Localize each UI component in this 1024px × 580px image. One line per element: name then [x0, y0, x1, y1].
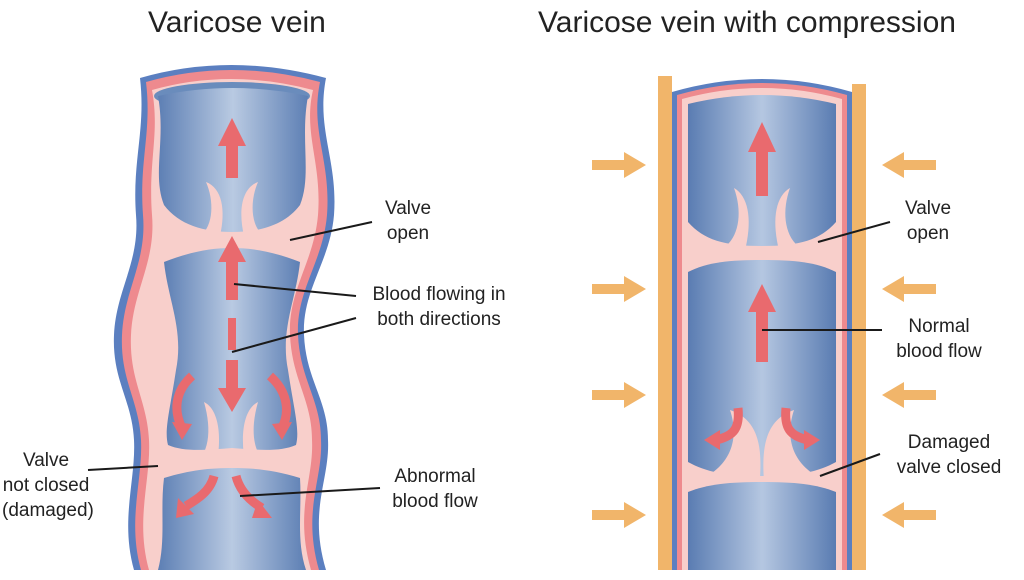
- arrow-up: [218, 118, 246, 178]
- arrow-curve: [781, 407, 810, 445]
- arrow-head: [272, 422, 292, 440]
- compression-arrow-icon: [592, 152, 646, 178]
- compression-arrow-icon: [592, 382, 646, 408]
- arrow-up: [218, 236, 246, 300]
- compression-arrow-icon: [882, 382, 936, 408]
- leader-line: [239, 487, 381, 497]
- label-valve-not-closed: Valve not closed (damaged): [2, 450, 94, 521]
- valve-leaflet: [242, 402, 272, 468]
- label-valve-open-right: Valve open: [904, 198, 952, 244]
- compression-arrow-icon: [882, 502, 936, 528]
- arrow-curve: [183, 474, 219, 510]
- compression-stocking-right: [852, 84, 866, 570]
- vein-lumen-lower: [688, 482, 836, 570]
- varicose-vein-left: [87, 65, 381, 570]
- leader-line: [817, 221, 891, 243]
- valve-leaflet: [241, 182, 264, 236]
- compression-arrow-icon: [592, 276, 646, 302]
- arrow-head: [804, 430, 820, 450]
- vein-lumen-middle: [688, 260, 836, 476]
- arrow-curve: [714, 407, 743, 445]
- label-normal-blood-flow: Normal blood flow: [896, 316, 982, 362]
- valve-leaflet: [775, 188, 798, 246]
- leader-lines: [762, 221, 891, 477]
- leader-lines: [87, 221, 381, 497]
- flow-arrows: [704, 122, 820, 450]
- vein-lumen-lower: [158, 468, 306, 570]
- arrow-up: [748, 122, 776, 196]
- leader-line: [233, 283, 357, 297]
- leader-line: [87, 465, 159, 471]
- arrow-head: [172, 422, 192, 440]
- arrow-down: [228, 318, 236, 350]
- arrow-head: [704, 430, 720, 450]
- arrow-up: [748, 284, 776, 362]
- title-varicose-vein-with-compression: Varicose vein with compression: [538, 6, 956, 39]
- valve-leaflet: [190, 402, 220, 468]
- title-varicose-vein: Varicose vein: [148, 6, 326, 39]
- arrow-head: [252, 500, 272, 518]
- leader-line: [231, 317, 357, 353]
- arrow-down: [218, 360, 246, 412]
- valve-leaflet: [726, 188, 749, 246]
- label-blood-flowing-both-directions: Blood flowing in both directions: [372, 284, 506, 330]
- label-abnormal-blood-flow: Abnormal blood flow: [392, 466, 478, 512]
- flow-arrows: [172, 118, 292, 518]
- label-damaged-valve-closed: Damaged valve closed: [896, 432, 1002, 478]
- compression-arrow-icon: [592, 502, 646, 528]
- leader-line: [819, 453, 881, 477]
- compression-arrows: [592, 152, 936, 528]
- vein-with-compression-right: [592, 76, 936, 570]
- compression-arrow-icon: [882, 152, 936, 178]
- compression-stocking-left: [658, 76, 672, 570]
- compression-arrow-icon: [882, 276, 936, 302]
- leader-line: [289, 221, 373, 241]
- label-valve-open-left: Valve open: [384, 198, 432, 244]
- arrow-head: [176, 498, 194, 518]
- valve-leaflet: [200, 182, 223, 236]
- valve-leaflet-closed: [700, 410, 761, 480]
- valve-leaflet-closed: [763, 410, 824, 480]
